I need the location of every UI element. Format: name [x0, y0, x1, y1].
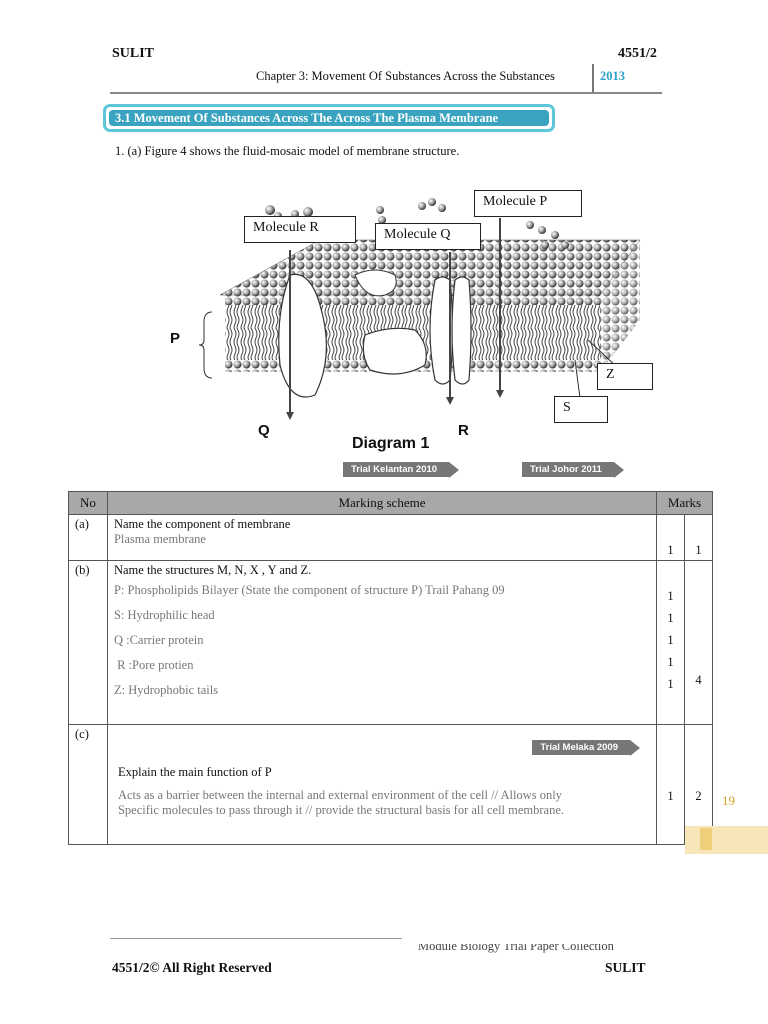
footer-left: 4551/2© All Right Reserved: [112, 960, 272, 975]
membrane-diagram: Molecule R Molecule Q Molecule P Z S P Q…: [170, 180, 660, 480]
table-header-row: No Marking scheme Marks: [68, 491, 713, 515]
row-no: (c): [68, 724, 108, 845]
row-question: Name the structures M, N, X , Y and Z.: [113, 563, 312, 577]
row-mark: 1: [667, 677, 674, 691]
label-s: S: [554, 396, 608, 423]
header-rule: [110, 92, 662, 94]
row-answer: S: Hydrophilic head: [113, 608, 215, 622]
header-marking-scheme: Marking scheme: [106, 491, 658, 515]
label-p: P: [170, 330, 181, 347]
row-mark: 1: [656, 514, 685, 561]
page-number: 19: [722, 793, 735, 808]
table-row: (b) Name the structures M, N, X , Y and …: [68, 560, 714, 725]
footer-faint-text: Module Biology Trial Paper Collection: [418, 944, 614, 953]
row-answer: Acts as a barrier between the internal a…: [117, 788, 562, 802]
header-no: No: [68, 491, 108, 515]
tag-kelantan: Trial Kelantan 2010: [343, 459, 460, 478]
label-r: R: [458, 422, 469, 439]
label-molecule-r: Molecule R: [244, 216, 356, 243]
header-year: 2013: [600, 69, 625, 83]
label-q: Q: [258, 422, 270, 439]
label-molecule-q: Molecule Q: [375, 223, 481, 250]
row-answer: Z: Hydrophobic tails: [113, 683, 219, 697]
page-corner-decoration: [685, 826, 768, 854]
section-title: 3.1 Movement Of Substances Across The Ac…: [109, 110, 549, 126]
header-marks: Marks: [656, 491, 713, 515]
tag-kelantan-label: Trial Kelantan 2010: [343, 462, 460, 478]
row-no: (a): [68, 514, 108, 561]
page-corner-accent: [700, 828, 712, 850]
table-row: (a) Name the component of membrane Plasm…: [68, 514, 714, 561]
row-mark: 1: [667, 633, 674, 647]
row-content: Name the structures M, N, X , Y and Z. P…: [106, 560, 658, 725]
tag-johor-label: Trial Johor 2011: [522, 462, 624, 478]
row-total: 1: [683, 514, 714, 561]
row-mark: 1: [656, 724, 685, 845]
diagram-caption: Diagram 1: [352, 435, 430, 452]
section-title-box: 3.1 Movement Of Substances Across The Ac…: [103, 104, 555, 132]
header-right: 4551/2: [618, 46, 657, 61]
row-mark: 1: [667, 589, 674, 603]
tag-melaka: Trial Melaka 2009: [532, 740, 640, 756]
row-question: Name the component of membrane: [113, 517, 291, 531]
header-left: SULIT: [112, 46, 155, 61]
header-subtitle: Chapter 3: Movement Of Substances Across…: [256, 69, 555, 83]
row-answer: Q :Carrier protein: [113, 633, 204, 647]
row-question: Explain the main function of P: [117, 765, 272, 779]
question-intro: 1. (a) Figure 4 shows the fluid-mosaic m…: [115, 144, 460, 158]
header-divider: [592, 64, 594, 92]
membrane-illustration: [198, 198, 641, 420]
row-total: 4: [683, 560, 714, 725]
footer-rule: [110, 938, 402, 939]
row-mark: 1: [667, 655, 674, 669]
footer-right: SULIT: [605, 960, 646, 975]
row-answer: Plasma membrane: [113, 532, 206, 546]
row-answer: Specific molecules to pass through it //…: [117, 803, 565, 817]
marking-scheme-table: No Marking scheme Marks (a) Name the com…: [68, 491, 714, 845]
tag-johor: Trial Johor 2011: [522, 459, 624, 478]
label-z: Z: [597, 363, 653, 390]
row-mark: 1: [667, 611, 674, 625]
row-total: 2: [683, 724, 714, 845]
row-answer: R :Pore protien: [113, 658, 194, 672]
row-tag-wrap: Trial Melaka 2009: [118, 727, 650, 756]
table-row: (c) Trial Melaka 2009 Explain the main f…: [68, 724, 714, 845]
row-content: Name the component of membrane Plasma me…: [106, 514, 658, 561]
row-no: (b): [68, 560, 108, 725]
row-answer: P: Phospholipids Bilayer (State the comp…: [113, 583, 505, 597]
row-content: Trial Melaka 2009 Explain the main funct…: [106, 724, 658, 845]
row-marks-column: 1 1 1 1 1: [656, 560, 685, 725]
label-molecule-p: Molecule P: [474, 190, 582, 217]
